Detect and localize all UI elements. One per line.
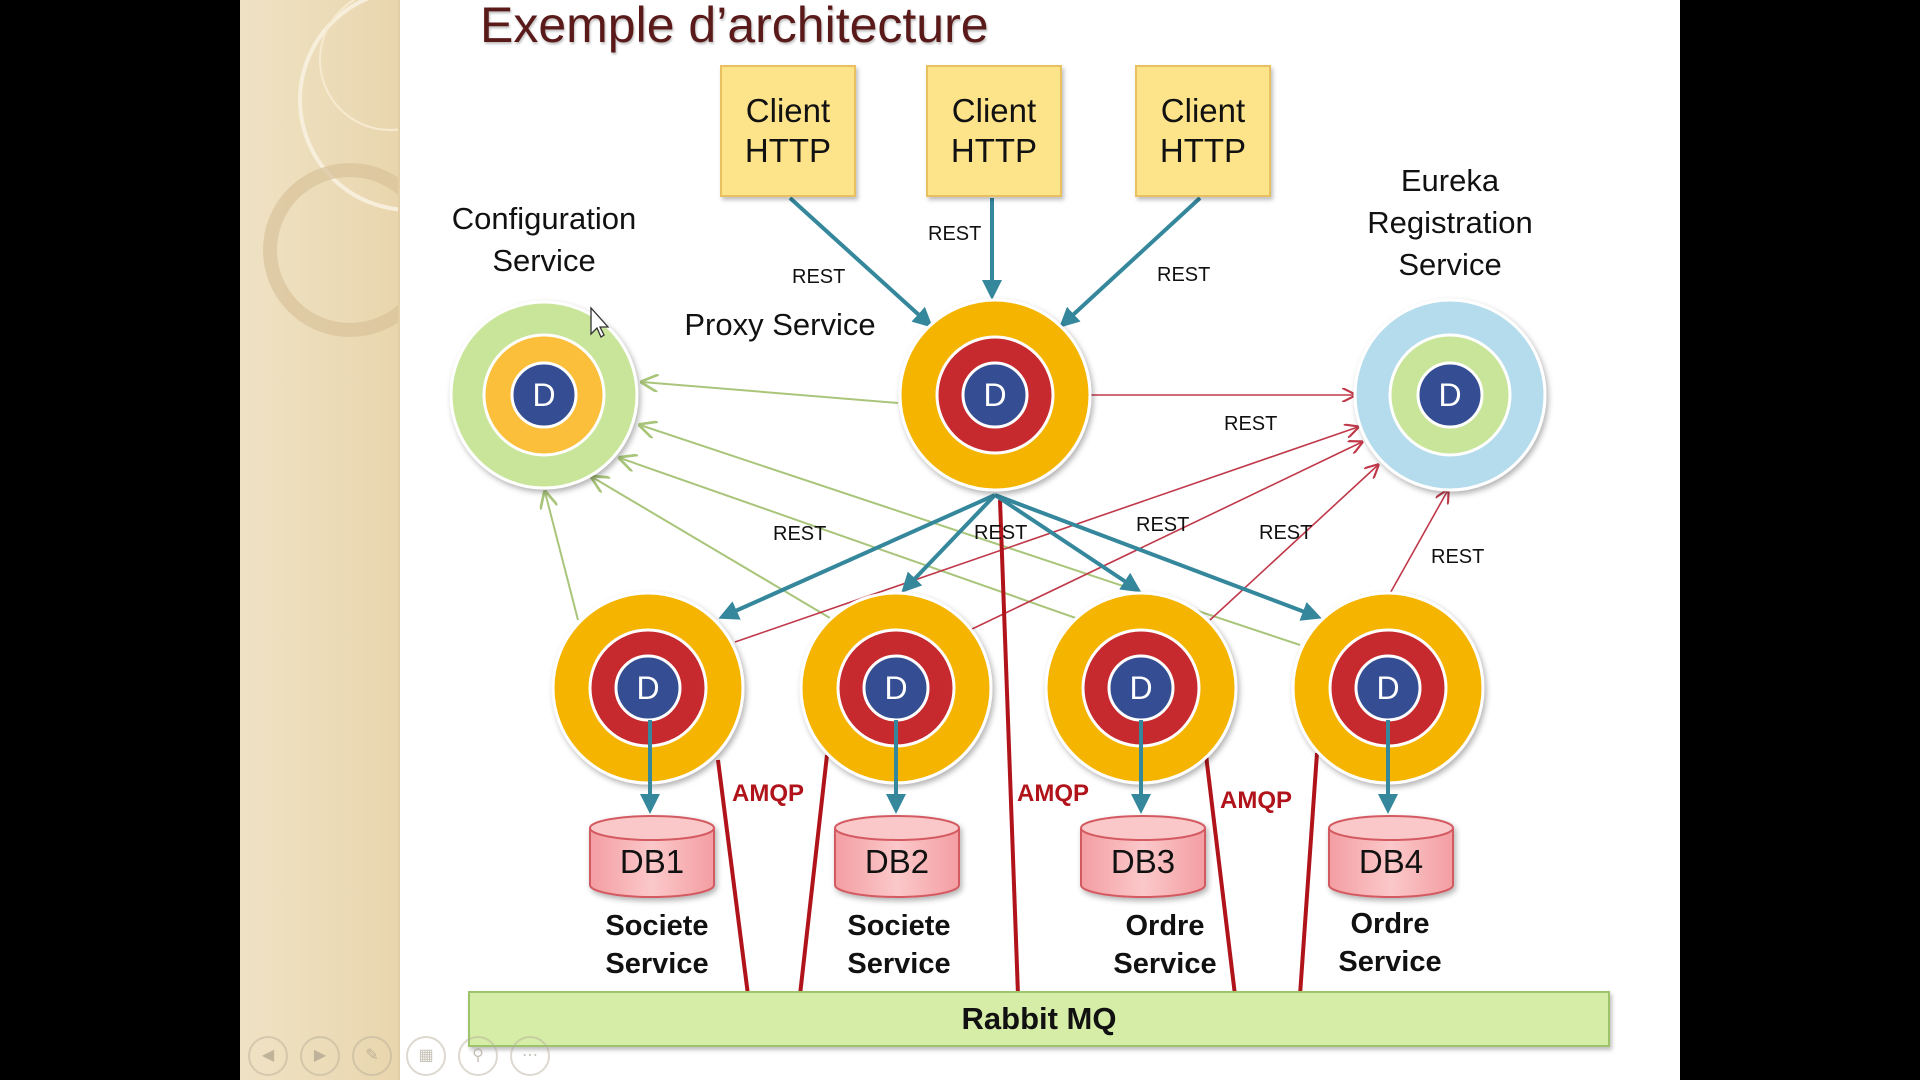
db-arrows — [640, 720, 1398, 814]
rabbit-mq-bus: Rabbit MQ — [468, 991, 1610, 1047]
slide-sidebar-decoration — [240, 0, 400, 1080]
ordre-service-label: Ordre Service — [1338, 908, 1442, 978]
client-http-box: Client HTTP — [926, 65, 1062, 197]
slides-icon[interactable]: ▦ — [406, 1036, 446, 1076]
client-http-box: Client HTTP — [720, 65, 856, 197]
rest-label: REST — [1136, 514, 1190, 536]
societe-service-label: Societe Service — [605, 910, 709, 980]
db3-label: DB3 — [1110, 843, 1176, 880]
amqp-links — [716, 499, 1319, 996]
micro-service-nodes — [551, 591, 1485, 785]
rest-label: REST — [928, 223, 982, 245]
rest-label: REST — [1259, 522, 1313, 544]
mouse-cursor-icon — [590, 306, 610, 338]
eureka-d-label: D — [1438, 377, 1462, 413]
proxy-service-label: Proxy Service — [684, 307, 876, 342]
amqp-label: AMQP — [1220, 787, 1292, 814]
next-icon[interactable]: ▶ — [300, 1036, 340, 1076]
amqp-label: AMQP — [732, 780, 804, 807]
eureka-links — [734, 395, 1448, 643]
eureka-service-node — [1353, 298, 1547, 492]
service-d-label: D — [884, 670, 908, 706]
client-http-box: Client HTTP — [1135, 65, 1271, 197]
proxy-d-label: D — [983, 377, 1007, 413]
rest-label: REST — [974, 522, 1028, 544]
db4-cylinder — [1328, 815, 1454, 898]
ordre-service-label: Ordre Service — [1113, 910, 1217, 980]
proxy-d-label: D — [532, 377, 556, 413]
db1-cylinder — [589, 815, 715, 898]
configuration-service-node — [449, 300, 639, 490]
db2-label: DB2 — [864, 843, 930, 880]
menu-icon[interactable]: ⋯ — [510, 1036, 550, 1076]
zoom-icon[interactable]: ⚲ — [458, 1036, 498, 1076]
rest-arrows — [718, 196, 1322, 621]
eureka-service-label: Eureka Registration Service — [1367, 163, 1533, 282]
proxy-service-node — [898, 298, 1092, 492]
db2-cylinder — [834, 815, 960, 898]
rest-label: REST — [1431, 546, 1485, 568]
service-d-label: D — [1376, 670, 1400, 706]
amqp-label: AMQP — [1017, 780, 1089, 807]
db4-label: DB4 — [1358, 843, 1424, 880]
service-d-label: D — [636, 670, 660, 706]
rest-label: REST — [1224, 413, 1278, 435]
architecture-diagram — [449, 196, 1547, 996]
decorative-circles — [263, 0, 398, 337]
rest-label: REST — [792, 266, 846, 288]
db1-label: DB1 — [619, 843, 685, 880]
page-title: Exemple d’architecture — [480, 0, 989, 53]
slide: Exemple d’architecture Client HTTP Clien… — [240, 0, 1680, 1080]
databases — [589, 815, 1454, 898]
rest-label: REST — [1157, 264, 1211, 286]
service-d-label: D — [1129, 670, 1153, 706]
pen-icon[interactable]: ✎ — [352, 1036, 392, 1076]
db3-cylinder — [1080, 815, 1206, 898]
rest-label: REST — [773, 523, 827, 545]
prev-icon[interactable]: ◀ — [248, 1036, 288, 1076]
configuration-service-label: Configuration Service — [451, 201, 637, 278]
societe-service-label: Societe Service — [847, 910, 951, 980]
